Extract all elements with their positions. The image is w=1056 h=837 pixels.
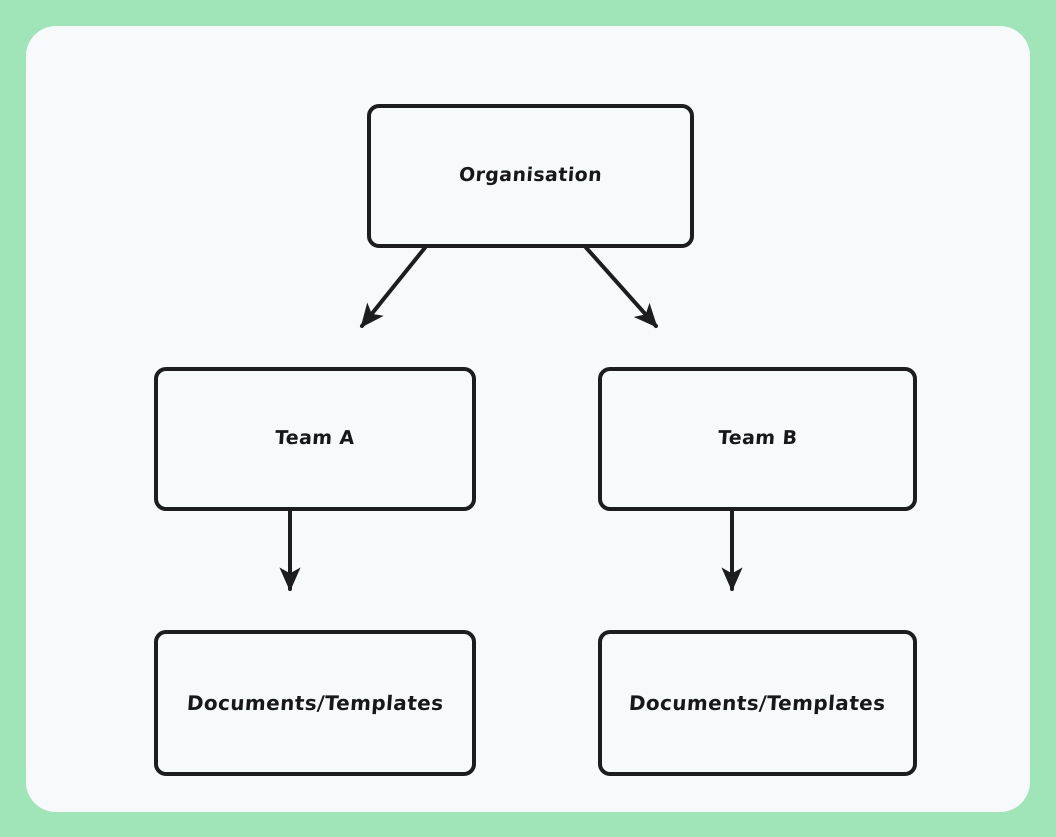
node-documents-templates-a-label: Documents/Templates xyxy=(185,691,445,715)
node-team-b[interactable]: Team B xyxy=(598,367,917,511)
node-team-a[interactable]: Team A xyxy=(154,367,476,511)
diagram-canvas: Organisation Team A Team B Documents/Tem… xyxy=(26,26,1030,812)
node-team-b-label: Team B xyxy=(716,426,798,449)
node-documents-templates-b[interactable]: Documents/Templates xyxy=(598,630,917,776)
node-organisation-label: Organisation xyxy=(458,163,603,186)
node-documents-templates-b-label: Documents/Templates xyxy=(628,691,887,715)
node-organisation[interactable]: Organisation xyxy=(367,104,694,248)
node-documents-templates-a[interactable]: Documents/Templates xyxy=(154,630,476,776)
node-team-a-label: Team A xyxy=(274,426,356,449)
